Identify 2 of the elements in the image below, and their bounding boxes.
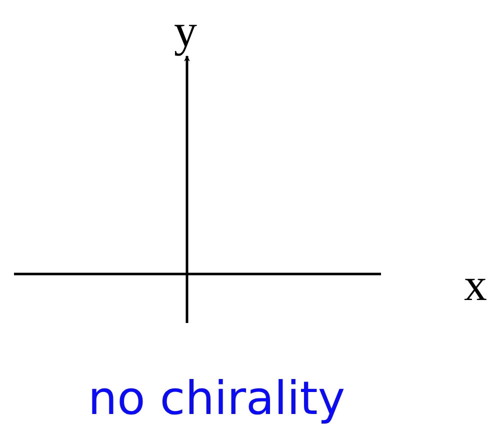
axis-label: x xyxy=(464,262,487,308)
axis-label: y xyxy=(174,8,197,54)
